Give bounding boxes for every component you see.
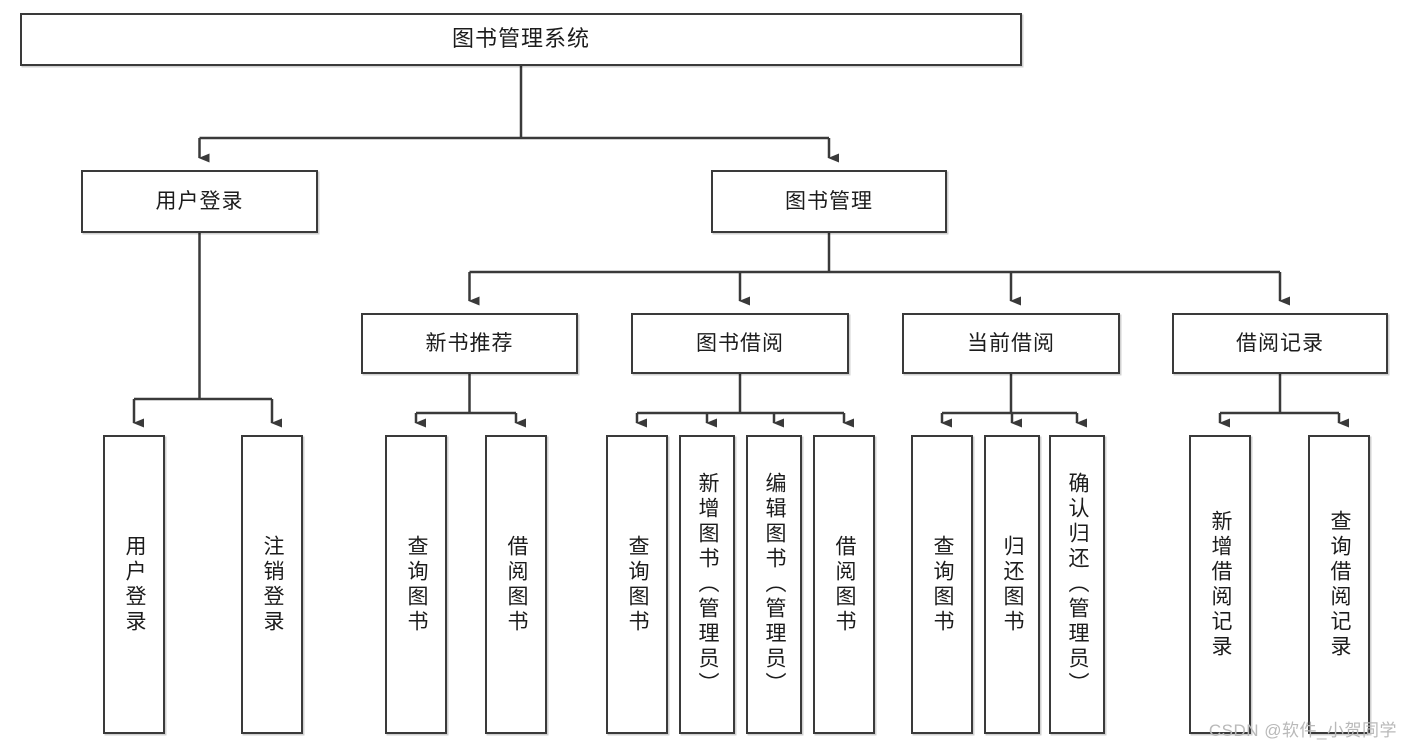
node-user-login: 用户登录: [81, 170, 318, 233]
node-leaf-query-book-3: 查询图书: [911, 435, 973, 734]
node-leaf-logout: 注销登录: [241, 435, 303, 734]
node-label: 查询图书: [405, 534, 429, 635]
node-leaf-add-record: 新增借阅记录: [1189, 435, 1251, 734]
node-label: 查询图书: [931, 534, 955, 635]
node-label: 图书管理: [785, 189, 873, 213]
node-root: 图书管理系统: [20, 13, 1022, 66]
node-label: 查询图书: [626, 534, 650, 635]
node-leaf-query-book-1: 查询图书: [385, 435, 447, 734]
node-label: 用户登录: [155, 189, 244, 213]
node-label: 借阅图书: [833, 534, 857, 635]
node-leaf-user-login: 用户登录: [103, 435, 165, 734]
watermark-text: CSDN @软件_小贺同学: [1208, 721, 1397, 740]
node-label: 图书借阅: [696, 331, 784, 355]
node-label: 新增图书（管理员）: [696, 472, 720, 697]
node-label: 新书推荐: [425, 331, 514, 355]
node-leaf-edit-book: 编辑图书（管理员）: [746, 435, 802, 734]
node-borrow-record: 借阅记录: [1172, 313, 1388, 374]
node-label: 查询借阅记录: [1328, 509, 1352, 660]
node-leaf-query-record: 查询借阅记录: [1308, 435, 1370, 734]
node-label: 注销登录: [261, 534, 285, 635]
node-label: 当前借阅: [967, 331, 1055, 355]
node-label: 新增借阅记录: [1209, 509, 1233, 660]
node-label: 借阅记录: [1236, 331, 1324, 355]
node-label: 借阅图书: [505, 534, 529, 635]
node-current-borrow: 当前借阅: [902, 313, 1120, 374]
node-leaf-confirm-return: 确认归还（管理员）: [1049, 435, 1105, 734]
node-leaf-borrow-book-1: 借阅图书: [485, 435, 547, 734]
node-label: 确认归还（管理员）: [1066, 472, 1090, 697]
node-label: 图书管理系统: [451, 26, 590, 52]
node-leaf-query-book-2: 查询图书: [606, 435, 668, 734]
node-label: 归还图书: [1001, 534, 1025, 635]
node-label: 编辑图书（管理员）: [763, 472, 787, 697]
node-book-borrow: 图书借阅: [631, 313, 849, 374]
node-label: 用户登录: [123, 534, 147, 635]
node-leaf-borrow-book-2: 借阅图书: [813, 435, 875, 734]
node-leaf-return-book: 归还图书: [984, 435, 1040, 734]
node-leaf-add-book: 新增图书（管理员）: [679, 435, 735, 734]
node-new-book-rec: 新书推荐: [361, 313, 578, 374]
node-book-manage: 图书管理: [711, 170, 947, 233]
